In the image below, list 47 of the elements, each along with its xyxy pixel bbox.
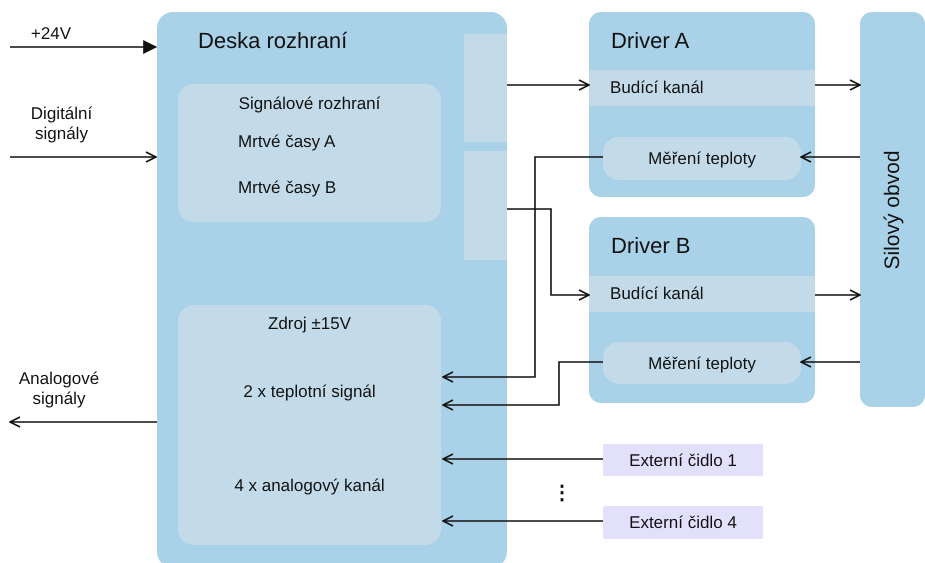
node-label: 2 x teplotní signál xyxy=(242,382,377,402)
arrow xyxy=(442,453,603,465)
channel-band xyxy=(589,70,815,106)
measurement-box xyxy=(603,137,801,180)
arrow xyxy=(10,151,157,163)
arrow xyxy=(507,208,590,301)
arrow xyxy=(800,356,860,368)
measurement-box xyxy=(603,342,801,384)
arrow xyxy=(800,151,860,163)
inner-block xyxy=(178,305,441,545)
node-title: Měření teploty xyxy=(647,354,757,374)
node-title: Budící kanál xyxy=(610,78,704,98)
edge-label: Digitální signály xyxy=(30,104,94,145)
chip-box xyxy=(464,151,507,260)
node-label: Silový obvod xyxy=(880,150,904,270)
edge-label: +24V xyxy=(30,24,72,44)
edge-label: Analogové signály xyxy=(18,369,100,410)
node-title: Deska rozhraní xyxy=(198,28,348,54)
node-label: 4 x analogový kanál xyxy=(233,476,386,496)
sensor-box xyxy=(603,506,763,539)
power-circuit-box xyxy=(860,12,925,407)
node-title: Budící kanál xyxy=(610,284,704,304)
node-title: Zdroj ±15V xyxy=(266,314,352,334)
arrow xyxy=(442,515,603,527)
driver-box xyxy=(589,217,815,403)
ellipsis-mark: ⋮ xyxy=(552,481,572,505)
node-title: Signálové rozhraní xyxy=(238,94,382,114)
node-title: Externí čidlo 4 xyxy=(628,513,738,534)
channel-band xyxy=(589,276,815,312)
node-label: Mrtvé časy A xyxy=(238,132,336,152)
sensor-box xyxy=(603,444,763,476)
node-title: Driver B xyxy=(611,233,690,260)
chip-box xyxy=(464,34,507,142)
interface-board xyxy=(157,12,507,563)
node-title: Externí čidlo 1 xyxy=(628,451,738,472)
node-title: Měření teploty xyxy=(647,149,757,170)
arrow xyxy=(9,416,157,428)
node-title: Driver A xyxy=(611,28,690,54)
node-label: Mrtvé časy B xyxy=(238,178,336,198)
inner-block xyxy=(178,84,441,222)
arrow xyxy=(10,40,158,54)
arrow xyxy=(442,361,603,411)
driver-box xyxy=(589,12,815,197)
arrow xyxy=(815,289,861,301)
arrow xyxy=(442,156,603,383)
arrow xyxy=(815,79,861,91)
arrow xyxy=(507,79,590,91)
